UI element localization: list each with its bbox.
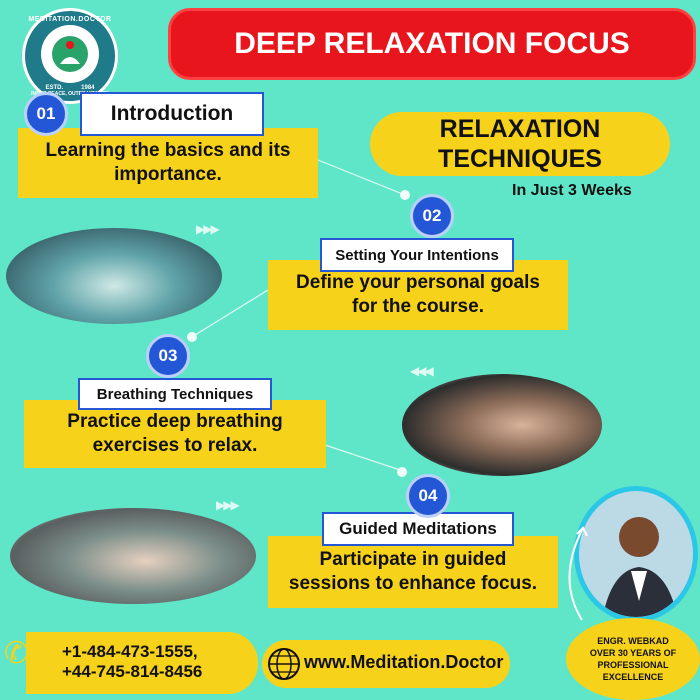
- step4-desc-line2: sessions to enhance focus.: [288, 573, 538, 594]
- logo-top-text: MEDITATION.DOCTOR: [28, 15, 112, 23]
- step4-label: Guided Meditations: [322, 512, 514, 546]
- logo-year: 1984: [81, 84, 95, 91]
- duration-text: In Just 3 Weeks: [512, 182, 632, 199]
- step2-label: Setting Your Intentions: [320, 238, 514, 272]
- step2-number-badge: 02: [410, 194, 454, 238]
- website-box: [262, 640, 510, 688]
- subtitle-line2: TECHNIQUES: [438, 145, 602, 173]
- arrow-dots-icon-2: ▶▶▶: [216, 498, 240, 512]
- phone-contact-box: [26, 632, 258, 694]
- step4-number-badge: 04: [406, 474, 450, 518]
- subtitle-pill: [370, 112, 670, 176]
- step1-desc-line2: importance.: [114, 164, 222, 185]
- step3-desc-line1: Practice deep breathing: [67, 411, 283, 432]
- breathing-man-photo: [402, 374, 602, 476]
- phone-number-2[interactable]: +44-745-814-8456: [62, 662, 203, 681]
- experience-badge: ENGR. WEBKAD OVER 30 YEARS OF PROFESSION…: [566, 618, 700, 700]
- resting-man-photo: [10, 508, 256, 604]
- step3-desc-box: Practice deep breathing exercises to rel…: [24, 400, 326, 468]
- badge-line3: PROFESSIONAL: [597, 660, 669, 670]
- badge-line1: ENGR. WEBKAD: [597, 636, 669, 646]
- globe-icon: [262, 640, 306, 688]
- badge-line4: EXCELLENCE: [602, 672, 664, 682]
- step1-desc-box: Learning the basics and its importance.: [18, 128, 318, 198]
- step4-desc-line1: Participate in guided: [319, 549, 507, 570]
- step2-desc-line1: Define your personal goals: [296, 272, 540, 293]
- meditation-figure-icon: [41, 24, 99, 83]
- step1-desc-line1: Learning the basics and its: [45, 140, 291, 161]
- step4-desc-box: Participate in guided sessions to enhanc…: [268, 536, 558, 608]
- engineer-portrait: [574, 486, 698, 622]
- logo-bottom-text: INNER PEACE, OUTER VITALITY: [31, 90, 109, 97]
- step3-desc-line2: exercises to relax.: [92, 435, 258, 456]
- arrow-dots-left-icon: ◀◀◀: [410, 364, 434, 378]
- step3-label: Breathing Techniques: [78, 378, 272, 410]
- logo: MEDITATION.DOCTOR ESTD. 1984 INNER PEACE…: [22, 8, 118, 104]
- phone-icon: ✆: [4, 637, 30, 670]
- step1-label: Introduction: [80, 92, 264, 136]
- badge-line2: OVER 30 YEARS OF: [589, 648, 677, 658]
- step3-number-badge: 03: [146, 334, 190, 378]
- arrow-dots-icon: ▶▶▶: [196, 222, 220, 236]
- website-link[interactable]: www.Meditation.Doctor: [304, 652, 504, 672]
- step2-desc-line2: for the course.: [352, 296, 484, 317]
- page-title: DEEP RELAXATION FOCUS: [168, 8, 696, 80]
- subtitle-line1: RELAXATION: [439, 115, 601, 143]
- relaxing-hands-photo: [6, 228, 222, 324]
- step1-number-badge: 01: [24, 92, 68, 136]
- curved-arrow-icon: [568, 526, 588, 621]
- phone-number-1[interactable]: +1-484-473-1555,: [62, 642, 198, 661]
- logo-estd: ESTD.: [45, 84, 64, 91]
